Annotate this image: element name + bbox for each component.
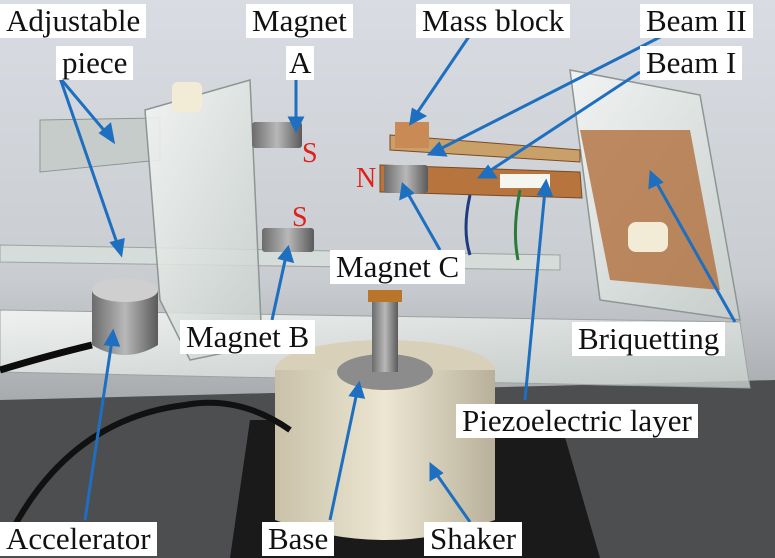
label-piezoelectric-layer: Piezoelectric layer bbox=[456, 404, 698, 438]
piezo-patch bbox=[500, 174, 550, 188]
arrow-beam-i bbox=[487, 70, 641, 174]
arrow-briquetting bbox=[653, 179, 737, 323]
shaker-body bbox=[275, 370, 495, 540]
mass-block bbox=[395, 122, 429, 148]
label-magnet-a-line1: Magnet bbox=[246, 4, 353, 38]
arrow-adjustable-lower bbox=[58, 77, 120, 247]
arrowhead bbox=[429, 461, 444, 482]
arrow-mass-block bbox=[413, 34, 472, 117]
label-adjustable-piece-line2: piece bbox=[56, 46, 134, 80]
label-shaker: Shaker bbox=[424, 522, 523, 556]
wire-green bbox=[513, 189, 522, 261]
arrowhead bbox=[287, 116, 305, 134]
arrowhead bbox=[426, 141, 448, 157]
wire-blue bbox=[464, 194, 472, 256]
label-briquetting: Briquetting bbox=[572, 322, 726, 356]
label-mass-block: Mass block bbox=[416, 4, 571, 38]
arrowhead bbox=[348, 380, 366, 399]
arrowhead bbox=[648, 169, 664, 190]
base-post bbox=[372, 292, 398, 372]
label-beam-ii: Beam II bbox=[640, 4, 753, 38]
arrow-accelerator bbox=[83, 339, 114, 521]
arrowhead bbox=[399, 182, 415, 201]
arrow-beam-ii bbox=[437, 30, 671, 152]
magnet-c bbox=[384, 165, 428, 193]
arrow-base bbox=[328, 391, 359, 521]
beam-ii bbox=[389, 134, 581, 163]
callout-arrows bbox=[58, 30, 737, 523]
arrowhead bbox=[476, 164, 498, 179]
arrowhead bbox=[277, 244, 295, 264]
frame-screw bbox=[172, 82, 202, 112]
arrow-magnet-b bbox=[270, 255, 288, 321]
magnet-b bbox=[262, 228, 314, 252]
beam-i bbox=[379, 164, 583, 199]
cable-lower bbox=[0, 399, 292, 557]
label-accelerator: Accelerator bbox=[0, 522, 157, 556]
arrow-adjustable-upper bbox=[58, 77, 110, 136]
label-magnet-a-line2: A bbox=[286, 46, 315, 80]
label-adjustable-piece-line1: Adjustable bbox=[0, 4, 147, 38]
arrow-shaker bbox=[433, 471, 472, 523]
arrowhead bbox=[409, 107, 428, 126]
label-beam-i: Beam I bbox=[640, 46, 743, 80]
arrowhead bbox=[536, 178, 554, 197]
arrowhead bbox=[103, 328, 121, 347]
accelerometer-top bbox=[92, 278, 158, 302]
pole-magnet-c: N bbox=[356, 163, 377, 194]
arrowhead bbox=[109, 237, 125, 258]
label-magnet-c: Magnet C bbox=[330, 250, 466, 284]
base-post-top bbox=[368, 290, 402, 302]
briquetting-screw bbox=[628, 222, 668, 252]
magnet-a bbox=[252, 122, 302, 148]
briquetting-copper bbox=[580, 130, 720, 290]
accelerometer-cable bbox=[0, 341, 93, 374]
arrowhead bbox=[98, 122, 116, 145]
arrow-piezo bbox=[523, 189, 547, 401]
arrow-magnet-c bbox=[405, 191, 442, 251]
pole-magnet-a: S bbox=[302, 138, 318, 169]
label-base: Base bbox=[262, 522, 335, 556]
label-magnet-b: Magnet B bbox=[180, 320, 316, 354]
pole-magnet-b: S bbox=[292, 202, 308, 233]
